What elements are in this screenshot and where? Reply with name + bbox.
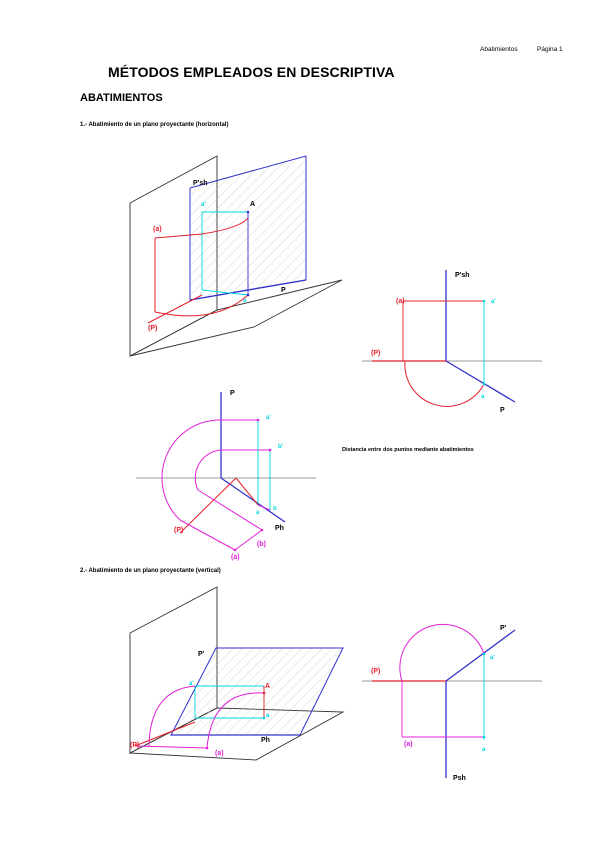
figure-distance: P a' b' a b Ph (P) (a) (b): [136, 390, 316, 561]
figure-1-ortho: P'sh (a) a' (P) a P: [362, 270, 542, 414]
label-p-ab-2: (P): [371, 350, 380, 357]
label-A-1: A: [250, 201, 255, 208]
label-pv-4: P': [198, 651, 205, 658]
label-psh-1: P'sh: [193, 180, 208, 187]
label-a-ab-2: (a): [396, 298, 405, 305]
label-a-prime-4: a': [189, 681, 194, 687]
label-a-1: a: [243, 298, 247, 304]
label-p-2: P: [500, 407, 505, 414]
label-a-ab-3: (a): [231, 554, 240, 561]
horizontal-plane: [129, 279, 343, 357]
label-a-2: a: [481, 394, 485, 400]
label-a-ab-1: (a): [153, 226, 162, 233]
label-a-4: a: [266, 713, 270, 719]
label-ph-4: Ph: [261, 737, 270, 744]
plane-p-2: [170, 647, 344, 736]
label-p-1: P: [281, 287, 286, 294]
label-psh-5: Psh: [453, 775, 466, 782]
label-A-4: A: [265, 683, 270, 690]
label-p-3: P: [230, 390, 235, 397]
label-p-ab-4: (P): [130, 742, 139, 749]
label-b-3: b: [273, 506, 277, 512]
label-pv-5: P': [500, 625, 507, 632]
label-a-prime-1: a': [201, 202, 206, 208]
header-page: Página 1: [537, 46, 563, 53]
label-ph-3: Ph: [275, 525, 284, 532]
label-b-ab-3: (b): [257, 541, 266, 548]
label-a-5: a: [482, 747, 486, 753]
page-title: MÉTODOS EMPLEADOS EN DESCRIPTIVA: [108, 64, 395, 80]
label-a-3: a: [256, 510, 260, 516]
label-a-ab-5: (a): [404, 741, 413, 748]
label-a-prime-5: a': [490, 655, 495, 661]
label-p-ab-3: (P): [174, 527, 183, 534]
caption-2: Distancia entre dos puntos mediante abat…: [342, 447, 474, 453]
figure-1-3d: P'sh A a' (a) a P (P): [129, 155, 343, 357]
caption-3: 2.- Abatimiento de un plano proyectante …: [80, 568, 221, 574]
label-a-prime-3: a': [266, 415, 271, 421]
label-b-prime-3: b': [278, 444, 284, 450]
figure-2-3d: P' A a' a Ph (P) (a): [128, 586, 345, 761]
label-a-ab-4: (a): [215, 750, 224, 757]
caption-1: 1.- Abatimiento de un plano proyectante …: [80, 122, 229, 128]
label-p-ab-5: (P): [371, 668, 380, 675]
label-psh-2: P'sh: [455, 272, 470, 279]
label-a-prime-2: a': [491, 299, 496, 305]
section-subtitle: ABATIMIENTOS: [80, 92, 163, 104]
label-p-ab-1: (P): [148, 325, 157, 332]
figure-2-ortho: P' a' (P) (a) a Psh: [362, 623, 542, 782]
header-section: Abatimientos: [480, 46, 518, 53]
